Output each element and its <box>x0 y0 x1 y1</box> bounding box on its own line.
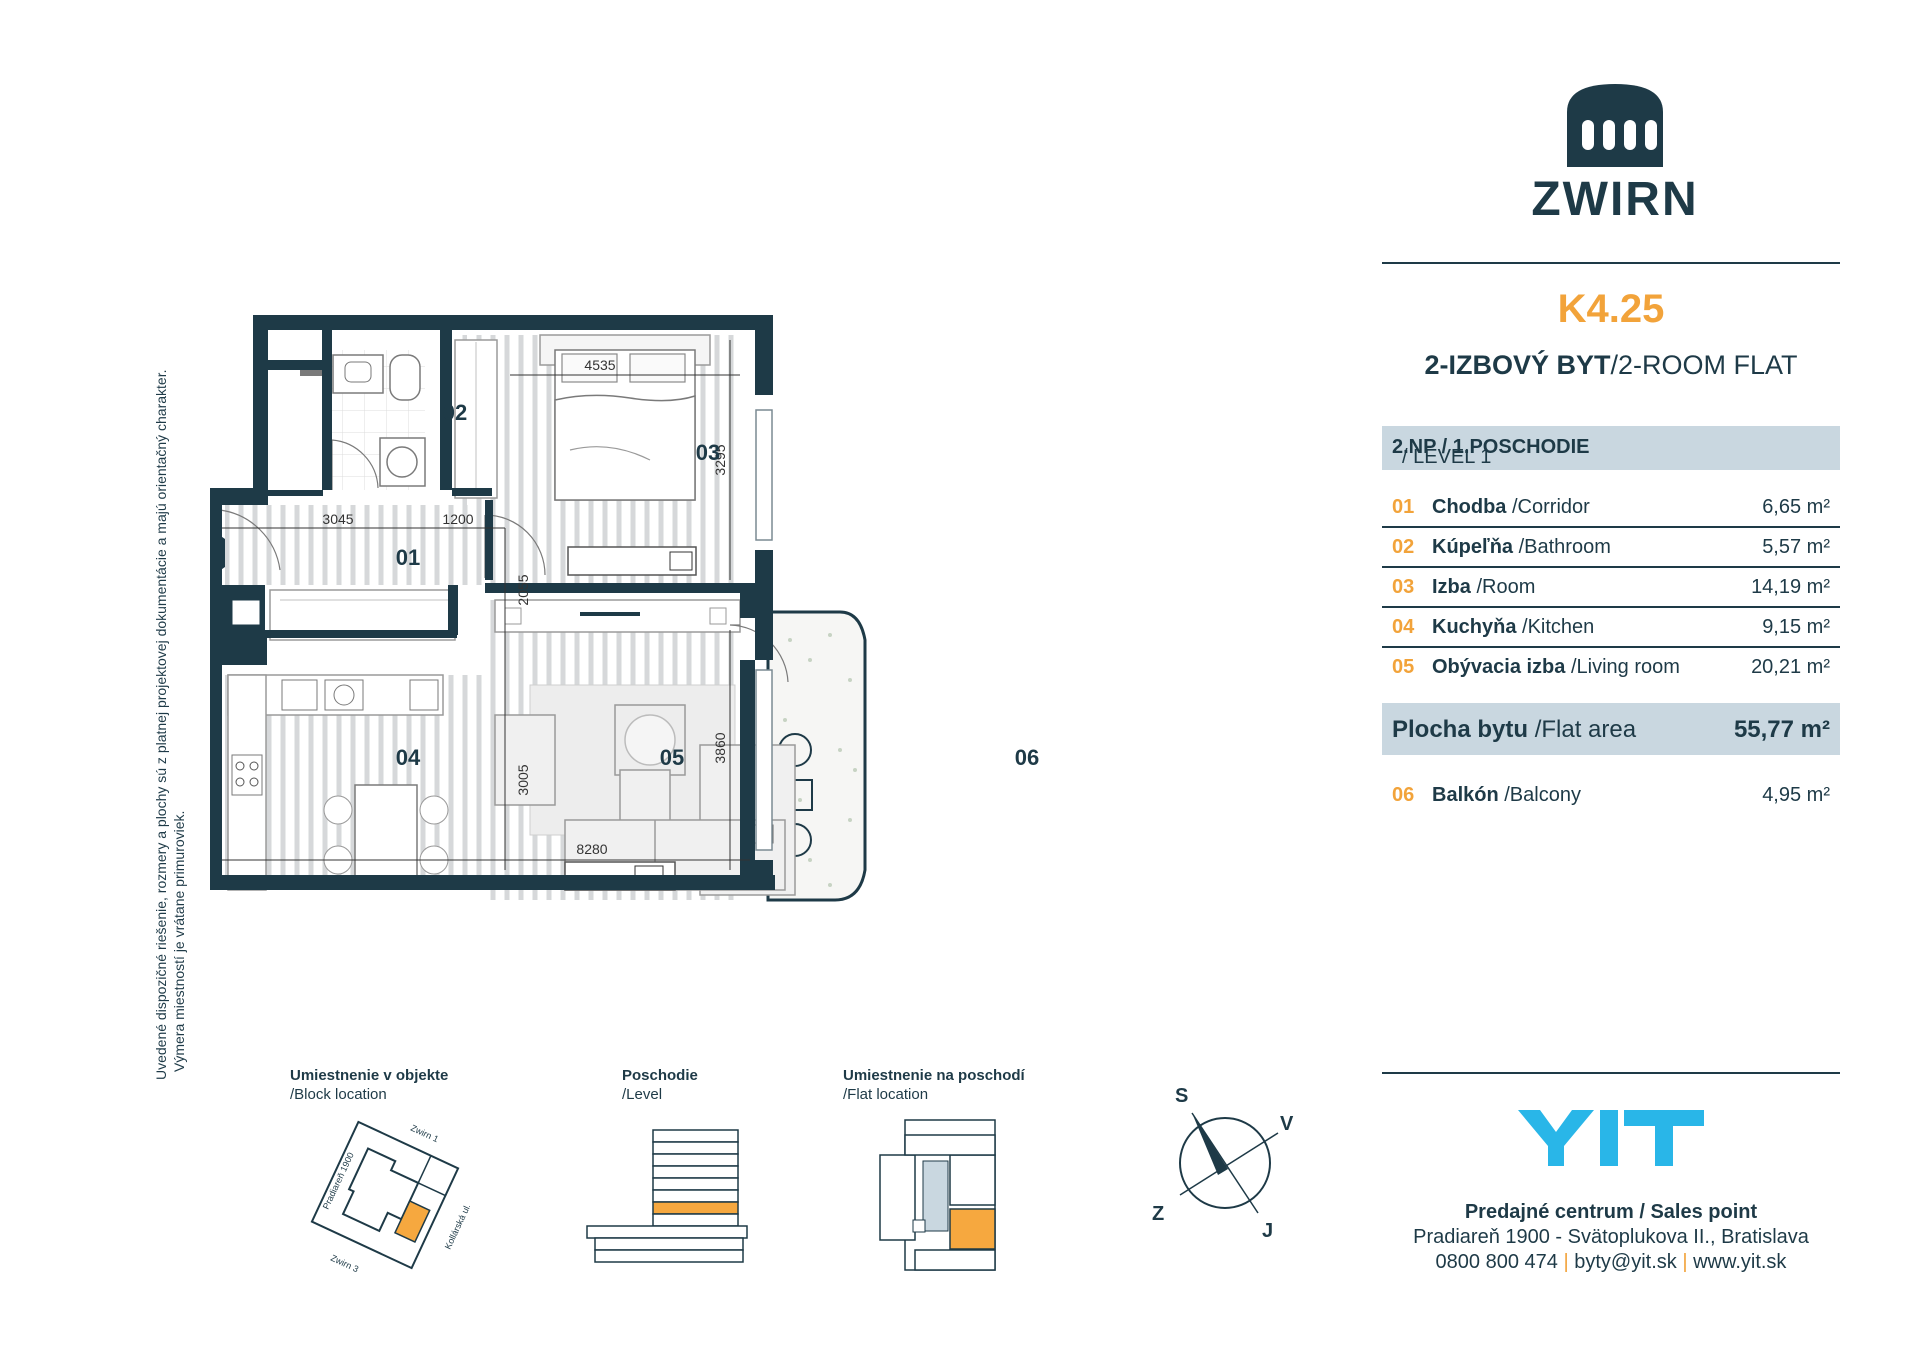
compass-s: S <box>1175 1085 1188 1107</box>
compass-icon: S V Z J <box>1152 1085 1294 1242</box>
level-bar: 2.NP / 1.POSCHODIE / LEVEL 1 <box>1382 426 1840 470</box>
stove <box>231 754 263 796</box>
flat-area-total: Plocha bytu /Flat area 55,77 m² <box>1382 703 1840 755</box>
dim-3005: 3005 <box>515 764 531 795</box>
sales-email[interactable]: byty@yit.sk <box>1574 1251 1677 1273</box>
dim-2055: 2055 <box>515 574 531 605</box>
room-row: 02 Kúpeľňa /Bathroom 5,57 m² <box>1382 528 1840 568</box>
dim-1200: 1200 <box>442 511 473 527</box>
balcony-row: 06 Balkón /Balcony 4,95 m² <box>1392 784 1830 806</box>
divider-top <box>1382 262 1840 264</box>
disclaimer-line-1: Uvedené dispozičné riešenie, rozmery a p… <box>153 369 169 1081</box>
svg-text:Zwirn 3: Zwirn 3 <box>329 1253 360 1275</box>
flat-type: 2-IZBOVÝ BYT/2-ROOM FLAT <box>1424 350 1798 380</box>
room-row: 01 Chodba /Corridor 6,65 m² <box>1382 488 1840 528</box>
radiator-room <box>567 546 697 576</box>
room-label-06: 06 <box>1015 745 1039 770</box>
level-title: Poschodie/Level <box>622 1067 698 1103</box>
compass-z: Z <box>1152 1203 1164 1225</box>
sales-title: Predajné centrum / Sales point <box>1464 1201 1758 1223</box>
flat-location-map <box>879 1119 996 1271</box>
sales-address: Pradiareň 1900 - Svätoplukova II., Brati… <box>1413 1226 1809 1248</box>
kitchen-sink <box>281 679 318 711</box>
sales-point: Predajné centrum / Sales point Pradiareň… <box>1382 1200 1840 1275</box>
compass-v: V <box>1280 1113 1294 1135</box>
floor-plan: 3045 1200 4535 3295 2055 3005 3860 8280 … <box>210 315 1039 902</box>
disclaimer: Uvedené dispozičné riešenie, rozmery a p… <box>152 290 187 1081</box>
dim-3045: 3045 <box>322 511 353 527</box>
svg-text:Kollárská ul.: Kollárská ul. <box>443 1202 470 1251</box>
room-row: 04 Kuchyňa /Kitchen 9,15 m² <box>1382 608 1840 648</box>
room-label-01: 01 <box>396 545 420 570</box>
svg-text:Zwirn 1: Zwirn 1 <box>409 1123 440 1145</box>
dim-3295: 3295 <box>712 444 728 475</box>
room-label-05: 05 <box>660 745 684 770</box>
dim-4535: 4535 <box>584 357 615 373</box>
compass-j: J <box>1262 1220 1273 1242</box>
toilet <box>389 354 421 401</box>
flat-code: K4.25 <box>1557 287 1665 331</box>
block-location-map: Zwirn 1 Pradiareň 1900 Zwirn 3 Kollárská… <box>310 1120 470 1275</box>
room-list: 01 Chodba /Corridor 6,65 m² 02 Kúpeľňa /… <box>1382 488 1840 686</box>
room-label-03: 03 <box>696 440 720 465</box>
room-row: 03 Izba /Room 14,19 m² <box>1382 568 1840 608</box>
room-label-04: 04 <box>396 745 421 770</box>
divider-bottom <box>1382 1072 1840 1074</box>
flat-location-title: Umiestnenie na poschodí/Flat location <box>843 1067 1025 1103</box>
disclaimer-line-2: Výmera miestností je vrátane primuroviek… <box>171 810 187 1072</box>
level-bold: 2.NP / 1.POSCHODIE <box>1392 436 1590 458</box>
sink <box>332 354 384 394</box>
room-row: 05 Obývacia izba /Living room 20,21 m² <box>1392 656 1830 678</box>
sales-phone[interactable]: 0800 800 474 <box>1435 1251 1558 1273</box>
hob <box>324 679 364 711</box>
dining-table <box>354 784 418 888</box>
dim-3860: 3860 <box>712 732 728 763</box>
level-rest: / LEVEL 1 <box>1402 446 1492 468</box>
sales-web[interactable]: www.yit.sk <box>1693 1251 1787 1273</box>
yit-logo-icon <box>1518 1110 1704 1166</box>
zwirn-logo-icon <box>1567 84 1663 167</box>
block-location-title: Umiestnenie v objekte/Block location <box>290 1067 449 1103</box>
zwirn-logo-text: ZWIRN <box>1531 173 1699 226</box>
dim-8280: 8280 <box>576 841 607 857</box>
level-map <box>586 1129 748 1263</box>
coffee-table <box>624 714 676 766</box>
room-label-02: 02 <box>443 400 467 425</box>
